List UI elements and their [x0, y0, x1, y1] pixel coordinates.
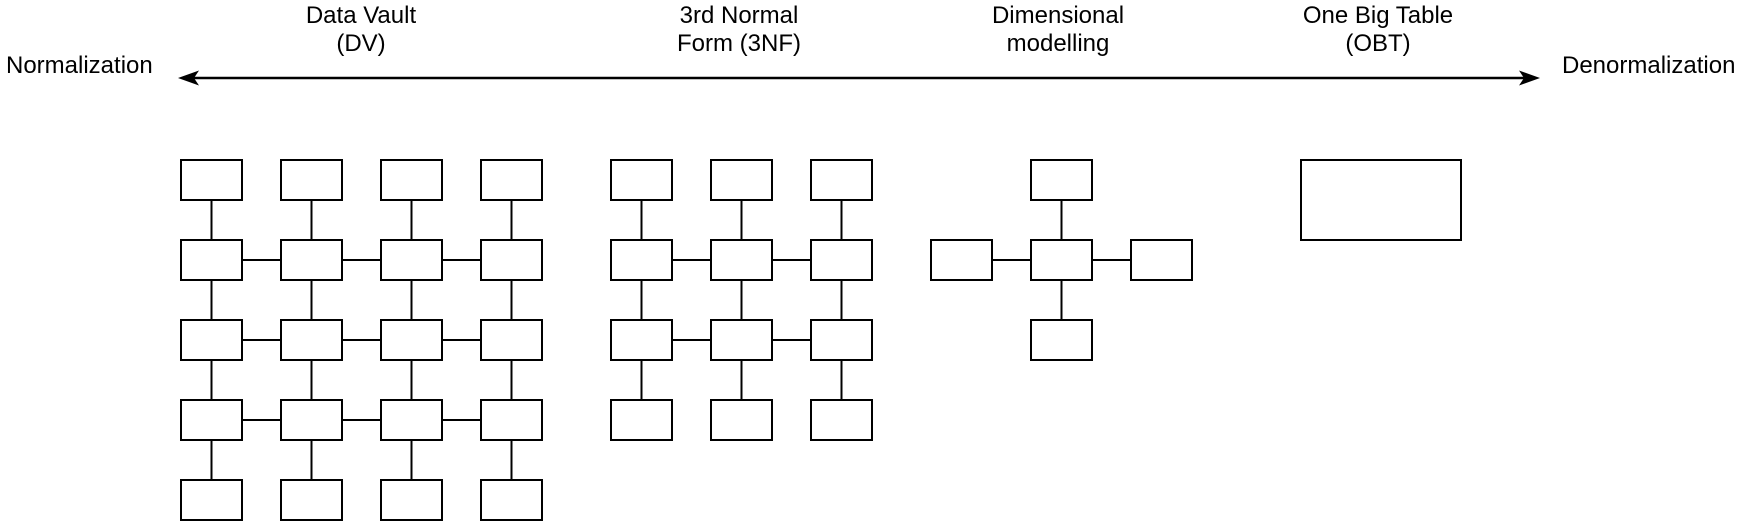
table-box — [380, 479, 443, 521]
table-box — [380, 159, 443, 201]
table-box — [480, 399, 543, 441]
table-box — [180, 239, 243, 281]
table-box — [380, 239, 443, 281]
technique-name: One Big Table — [1302, 2, 1454, 29]
technique-abbr: Form (3NF) — [677, 30, 801, 57]
table-box — [930, 239, 993, 281]
technique-label-obt: One Big Table (OBT) — [1248, 2, 1508, 58]
table-box — [280, 399, 343, 441]
one-big-table — [1300, 159, 1462, 241]
spectrum-arrow — [178, 70, 1540, 86]
table-box — [610, 239, 673, 281]
data-vault-schema — [180, 159, 543, 521]
technique-label-data-vault: Data Vault (DV) — [231, 2, 491, 58]
table-box — [280, 479, 343, 521]
denormalization-label: Denormalization — [1562, 52, 1736, 79]
normalization-label: Normalization — [6, 52, 153, 79]
table-box — [380, 319, 443, 361]
table-box — [1130, 239, 1193, 281]
table-box — [1030, 239, 1093, 281]
table-box — [710, 319, 773, 361]
table-box — [610, 319, 673, 361]
technique-label-3nf: 3rd Normal Form (3NF) — [609, 2, 869, 58]
arrow-right-head — [1519, 70, 1540, 86]
technique-name: Dimensional — [991, 2, 1125, 29]
technique-label-dimensional: Dimensional modelling — [928, 2, 1188, 58]
technique-abbr: modelling — [1006, 30, 1110, 57]
technique-name: Data Vault — [305, 2, 417, 29]
table-box — [1030, 319, 1093, 361]
table-box — [480, 239, 543, 281]
table-box — [710, 399, 773, 441]
technique-abbr: (OBT) — [1345, 30, 1411, 57]
arrow-left-head — [178, 70, 199, 86]
table-box — [480, 159, 543, 201]
table-box — [810, 159, 873, 201]
table-box — [810, 319, 873, 361]
dimensional-star-schema — [930, 159, 1193, 361]
table-box — [280, 159, 343, 201]
table-box — [180, 319, 243, 361]
table-box — [280, 239, 343, 281]
table-box — [710, 239, 773, 281]
table-box — [380, 399, 443, 441]
table-box — [180, 399, 243, 441]
technique-abbr: (DV) — [336, 30, 386, 57]
table-box — [710, 159, 773, 201]
table-box — [1300, 159, 1462, 241]
technique-name: 3rd Normal — [679, 2, 799, 29]
table-box — [280, 319, 343, 361]
table-box — [480, 319, 543, 361]
table-box — [180, 479, 243, 521]
third-normal-form-schema — [610, 159, 873, 441]
table-box — [180, 159, 243, 201]
table-box — [810, 399, 873, 441]
table-box — [1030, 159, 1093, 201]
table-box — [610, 399, 673, 441]
table-box — [810, 239, 873, 281]
table-box — [480, 479, 543, 521]
table-box — [610, 159, 673, 201]
